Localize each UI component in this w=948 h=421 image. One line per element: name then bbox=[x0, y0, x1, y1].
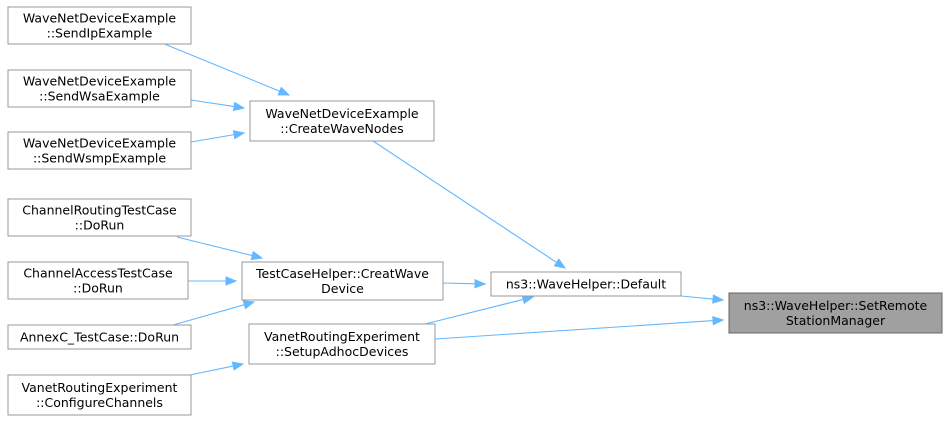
node-label-line: ::SendWsmpExample bbox=[33, 151, 166, 166]
edges-layer bbox=[161, 42, 725, 376]
edge-creat_device-to-default bbox=[442, 282, 477, 285]
node-label-line: ChannelAccessTestCase bbox=[23, 266, 173, 281]
node-box bbox=[249, 100, 435, 142]
node-chan-routing[interactable]: ChannelRoutingTestCase::DoRun bbox=[7, 198, 192, 237]
edge-send_wsa-to-create_nodes-arrowhead bbox=[232, 101, 246, 112]
edge-send_wsmp-to-create_nodes-arrowhead bbox=[232, 130, 246, 140]
node-label-line: ns3::WaveHelper::SetRemote bbox=[744, 298, 928, 313]
node-label-line: VanetRoutingExperiment bbox=[22, 380, 178, 395]
node-label-line: WaveNetDeviceExample bbox=[265, 106, 419, 121]
node-box bbox=[490, 271, 682, 297]
edge-setup_adhoc-to-set_remote-arrowhead bbox=[712, 315, 725, 326]
node-setup-adhoc[interactable]: VanetRoutingExperiment::SetupAdhocDevice… bbox=[248, 323, 436, 365]
node-default[interactable]: ns3::WaveHelper::Default bbox=[490, 271, 682, 297]
node-box bbox=[7, 374, 192, 416]
edge-default-to-set_remote bbox=[680, 295, 715, 300]
edge-send_ip-to-create_nodes bbox=[161, 42, 281, 93]
node-send-wsa[interactable]: WaveNetDeviceExample::SendWsaExample bbox=[7, 69, 192, 108]
node-box bbox=[7, 324, 192, 350]
node-create-nodes[interactable]: WaveNetDeviceExample::CreateWaveNodes bbox=[249, 100, 435, 142]
node-box bbox=[241, 261, 444, 301]
edge-chan_routing-to-creat_device bbox=[176, 236, 254, 257]
node-box bbox=[728, 292, 943, 334]
edge-create_nodes-to-default bbox=[372, 140, 558, 264]
node-send-wsmp[interactable]: WaveNetDeviceExample::SendWsmpExample bbox=[7, 131, 192, 170]
edge-creat_device-to-default-arrowhead bbox=[474, 279, 487, 289]
node-chan-access[interactable]: ChannelAccessTestCase::DoRun bbox=[7, 261, 189, 300]
node-box bbox=[7, 131, 192, 170]
node-annexc[interactable]: AnnexC_TestCase::DoRun bbox=[7, 324, 192, 350]
node-label-line: Device bbox=[321, 281, 364, 296]
node-label-line: StationManager bbox=[786, 313, 886, 328]
edge-send_ip-to-create_nodes-arrowhead bbox=[277, 86, 291, 96]
node-label-line: WaveNetDeviceExample bbox=[23, 136, 177, 151]
edge-default-to-set_remote-arrowhead bbox=[712, 294, 725, 304]
edge-setup_adhoc-to-set_remote bbox=[434, 320, 715, 340]
node-box bbox=[7, 69, 192, 108]
node-box bbox=[7, 6, 192, 45]
node-box bbox=[248, 323, 436, 365]
edge-annexc-to-creat_device bbox=[172, 303, 246, 326]
edge-annexc-to-creat_device-arrowhead bbox=[242, 300, 256, 310]
edge-setup_adhoc-to-default-arrowhead bbox=[521, 294, 535, 305]
node-label-line: ::DoRun bbox=[73, 281, 123, 296]
node-label-line: WaveNetDeviceExample bbox=[23, 11, 177, 26]
node-label-line: ::SetupAdhocDevices bbox=[276, 344, 409, 359]
node-label-line: WaveNetDeviceExample bbox=[23, 74, 177, 89]
edge-chan_routing-to-creat_device-arrowhead bbox=[250, 250, 264, 261]
node-label-line: ::SendIpExample bbox=[47, 26, 153, 41]
edge-config_chan-to-setup_adhoc bbox=[189, 365, 235, 376]
node-label-line: AnnexC_TestCase::DoRun bbox=[20, 330, 179, 345]
edge-send_wsa-to-create_nodes bbox=[190, 99, 236, 108]
node-label-line: ::ConfigureChannels bbox=[36, 395, 163, 410]
node-label-line: ::DoRun bbox=[75, 218, 125, 233]
edge-setup_adhoc-to-default bbox=[424, 298, 525, 325]
node-label-line: ::SendWsaExample bbox=[39, 89, 160, 104]
node-label-line: ::CreateWaveNodes bbox=[280, 121, 403, 136]
edge-config_chan-to-setup_adhoc-arrowhead bbox=[231, 361, 245, 371]
edge-create_nodes-to-default-arrowhead bbox=[553, 258, 567, 269]
edge-chan_access-to-creat_device-arrowhead bbox=[225, 276, 238, 286]
node-box bbox=[7, 261, 189, 300]
node-box bbox=[7, 198, 192, 237]
edge-send_wsmp-to-create_nodes bbox=[190, 133, 236, 143]
node-label-line: ChannelRoutingTestCase bbox=[22, 203, 177, 218]
node-label-line: VanetRoutingExperiment bbox=[264, 329, 420, 344]
nodes-layer: WaveNetDeviceExample::SendIpExampleWaveN… bbox=[7, 6, 943, 416]
node-send-ip[interactable]: WaveNetDeviceExample::SendIpExample bbox=[7, 6, 192, 45]
node-config-chan[interactable]: VanetRoutingExperiment::ConfigureChannel… bbox=[7, 374, 192, 416]
node-label-line: TestCaseHelper::CreatWave bbox=[255, 266, 429, 281]
node-label-line: ns3::WaveHelper::Default bbox=[506, 277, 666, 292]
